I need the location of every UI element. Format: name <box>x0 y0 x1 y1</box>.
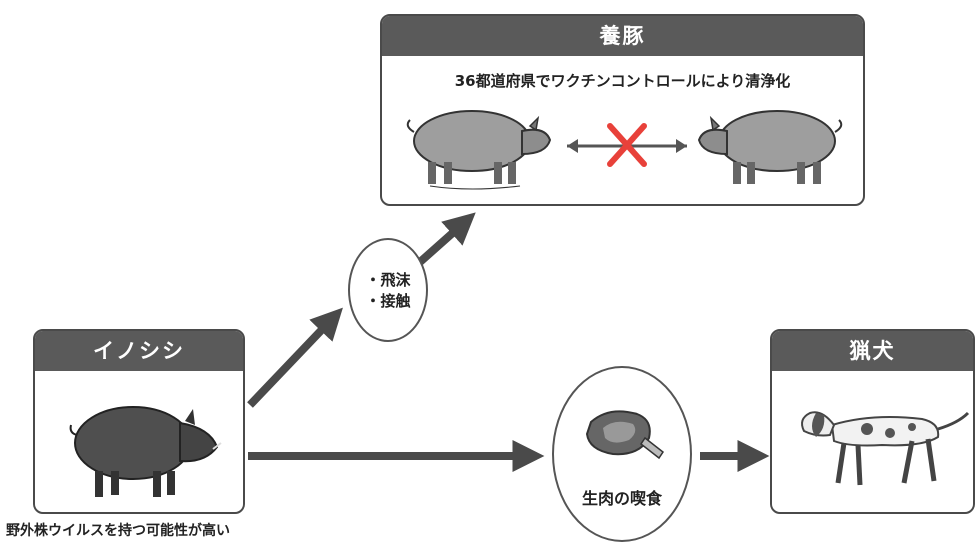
farm-box-title: 養豚 <box>382 16 863 56</box>
hunting-dog-icon <box>801 411 970 486</box>
farm-box: 養豚 36都道府県でワクチンコントロールにより清浄化 <box>380 14 865 206</box>
pig-left-icon <box>406 110 552 190</box>
boar-caption: 野外株ウイルスを持つ可能性が高い <box>6 523 230 539</box>
dog-illustration <box>801 411 970 486</box>
farm-illustration <box>406 110 843 190</box>
arrow-boar-to-contact <box>247 307 343 408</box>
double-arrow-right-head <box>676 139 687 153</box>
double-arrow-left-head <box>567 139 578 153</box>
hunting-dog-box: 猟犬 <box>770 329 975 514</box>
contact-route-item-contact: ・接触 <box>365 292 411 310</box>
pig-right-icon <box>697 110 843 184</box>
contact-route-item-droplet: ・飛沫 <box>365 271 411 289</box>
cross-mark-icon <box>607 123 647 167</box>
raw-meat-label: 生肉の喫食 <box>581 489 662 508</box>
hunting-dog-box-title: 猟犬 <box>772 331 973 371</box>
raw-meat-icon <box>585 410 665 460</box>
farm-box-subtitle: 36都道府県でワクチンコントロールにより清浄化 <box>454 72 791 90</box>
arrow-contact-to-farm <box>417 212 476 265</box>
boar-box-title: イノシシ <box>35 331 243 371</box>
wild-boar-icon <box>69 406 222 497</box>
boar-illustration <box>69 406 222 497</box>
contact-route-bubble: ・飛沫 ・接触 <box>348 238 428 342</box>
raw-meat-bubble: 生肉の喫食 <box>552 366 692 542</box>
boar-box: イノシシ <box>33 329 245 514</box>
